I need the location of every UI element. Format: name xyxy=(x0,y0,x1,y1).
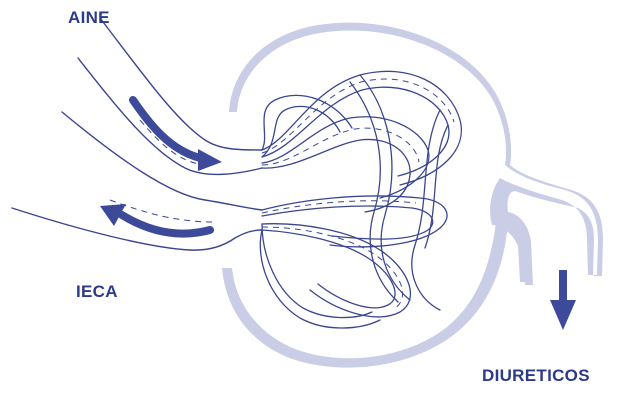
capillary-tuft xyxy=(260,71,461,328)
efferent-arteriole xyxy=(12,112,262,250)
tubule-label: DIURETICOS xyxy=(482,366,590,386)
efferent-label: IECA xyxy=(76,282,118,302)
afferent-label: AINE xyxy=(68,8,110,28)
arrow-left-icon xyxy=(100,204,210,234)
arrow-right-icon xyxy=(133,100,222,171)
arrow-down-icon xyxy=(550,270,576,330)
